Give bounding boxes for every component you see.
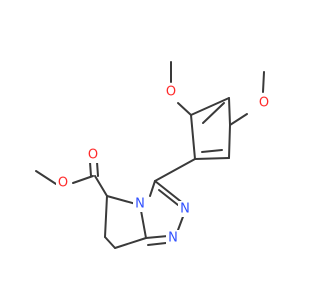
bond [89,161,92,177]
methoxy-oxygen-right: O [257,95,271,111]
fused-nitrogen: N [133,196,147,212]
bond [202,102,225,124]
bond [158,189,179,206]
bond [96,161,99,177]
bond [190,97,230,116]
atom-label: O [58,176,68,191]
bond [194,157,230,160]
bond [262,71,265,93]
bond-layer [35,61,265,249]
atom-label: N [135,197,145,212]
bond [177,102,192,116]
bond [114,237,147,249]
atom-label: O [88,148,98,163]
bond [228,124,231,159]
atom-label: N [168,231,178,246]
triazole-nitrogen-1: N [178,201,192,217]
bond [72,175,94,184]
bond [94,175,108,197]
atom-label: O [259,96,269,111]
atom-label: O [166,85,176,100]
bond [154,158,196,182]
triazole-nitrogen-2: N [166,230,180,246]
bond [201,149,223,153]
ester-single-oxygen: O [56,175,70,191]
bond [145,235,169,239]
methoxy-oxygen-top: O [164,84,178,100]
bond [104,236,116,249]
bond [106,195,137,205]
atom-label: N [180,202,190,217]
bond [35,170,57,185]
molecule-structure-diagram: O O O O N N N [35,61,271,249]
bond [147,242,167,246]
ester-carbonyl-oxygen: O [86,147,100,163]
bond [229,113,248,126]
bond [154,180,185,205]
bond [228,97,231,126]
bond [104,195,108,238]
atom-label-layer: O O O O N N N [56,84,271,246]
bond [149,180,156,197]
bond [190,114,196,160]
